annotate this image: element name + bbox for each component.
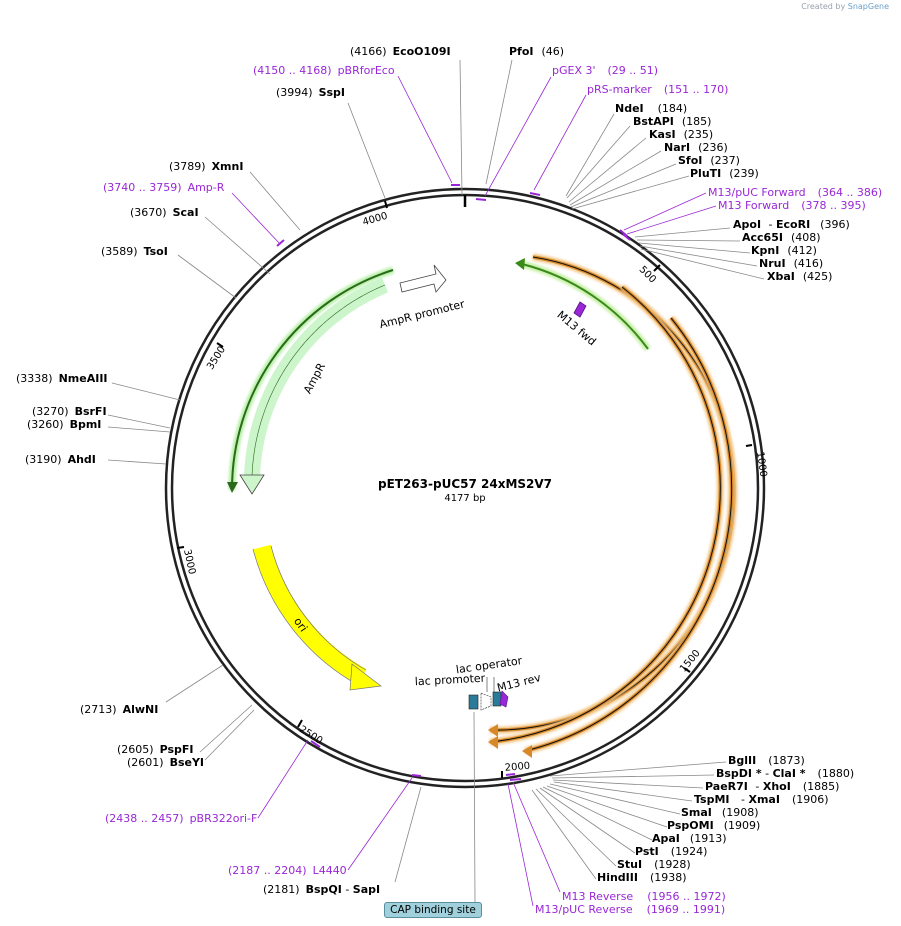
primer-leaders	[231, 75, 717, 907]
site-label-tspmi-xmai: TspMI - XmaI(1906)	[694, 793, 829, 806]
m13-rev-label: M13 rev	[496, 671, 543, 695]
site-label-xmni: (3789)XmnI	[169, 160, 243, 173]
right-bottom-primer-labels: M13 Reverse(1956 .. 1972) M13/pUC Revers…	[535, 890, 726, 916]
m13-fwd-arc	[515, 258, 651, 352]
site-label-hindiii: HindIII(1938)	[597, 871, 687, 884]
site-label-ndei: NdeI(184)	[615, 102, 687, 115]
site-label-pspomi: PspOMI(1909)	[667, 819, 760, 832]
snapgene-credit: Created by SnapGene	[801, 2, 889, 11]
site-label-tsoi: (3589)TsoI	[101, 245, 168, 258]
site-label-xbai: XbaI(425)	[767, 270, 832, 283]
primer-label-pgex3: pGEX 3'(29 .. 51)	[552, 64, 658, 77]
right-top-site-labels: PfoI(46) NdeI(184) BstAPI(185) KasI(235)…	[509, 45, 850, 283]
site-label-pluti: PluTI(239)	[690, 167, 759, 180]
site-label-bstapi: BstAPI(185)	[633, 115, 711, 128]
site-label-kasi: KasI(235)	[649, 128, 713, 141]
tick-1500: 1500	[678, 648, 703, 675]
primer-label-prs-marker: pRS-marker(151 .. 170)	[587, 83, 728, 96]
right-bottom-site-labels: BglII(1873) BspDI * - ClaI *(1880) PaeR7…	[597, 754, 854, 884]
site-label-pspfi: (2605)PspFI	[117, 743, 193, 756]
site-label-bspqi-sapi: (2181)BspQI - SapI	[263, 883, 380, 896]
site-label-stui: StuI(1928)	[617, 858, 691, 871]
site-label-bsrfi: (3270)BsrFI	[32, 405, 107, 418]
site-label-apai: ApaI(1913)	[652, 832, 726, 845]
site-label-pfoi: PfoI(46)	[509, 45, 564, 58]
lac-region: lac operator lac promoter M13 rev	[415, 654, 543, 711]
site-label-nmeaiii: (3338)NmeAIII	[16, 372, 108, 385]
plasmid-length: 4177 bp	[444, 493, 485, 504]
left-site-labels: (4166)EcoO109I (3994)SspI (3789)XmnI (36…	[16, 45, 451, 896]
primer-label-m13-forward: M13 Forward(378 .. 395)	[718, 199, 866, 212]
site-label-acc65i: Acc65I(408)	[742, 231, 821, 244]
left-primer-labels: (4150 .. 4168)pBRforEco (3740 .. 3759)Am…	[103, 64, 395, 877]
site-label-nari: NarI(236)	[664, 141, 728, 154]
m13-fwd-primer: M13 fwd	[554, 301, 599, 348]
site-label-paer7i-xhoi: PaeR7I - XhoI(1885)	[705, 780, 839, 793]
site-label-alwni: (2713)AlwNI	[80, 703, 158, 716]
site-label-bspdi-clai: BspDI * - ClaI *(1880)	[716, 767, 854, 780]
site-label-kpni: KpnI(412)	[751, 244, 817, 257]
tick-500: 500	[637, 264, 658, 285]
ampr-promoter-feature: AmpR promoter	[378, 264, 466, 331]
snapgene-brand: SnapGene	[847, 2, 889, 11]
ampr-label: AmpR	[301, 360, 328, 395]
lac-promoter-glyph	[480, 692, 492, 711]
tick-1000: 1000	[754, 451, 768, 478]
primer-bars	[276, 184, 631, 781]
primer-label-pbr322ori-f: (2438 .. 2457)pBR322ori-F	[105, 812, 257, 825]
site-label-bglii: BglII(1873)	[728, 754, 805, 767]
primer-label-amp-r: (3740 .. 3759)Amp-R	[103, 181, 225, 194]
site-label-ahdi: (3190)AhdI	[25, 453, 96, 466]
site-label-ecoo109i: (4166)EcoO109I	[350, 45, 451, 58]
site-label-smai: SmaI(1908)	[681, 806, 758, 819]
ampr-promoter-label: AmpR promoter	[378, 297, 466, 331]
site-label-bpmi: (3260)BpmI	[27, 418, 101, 431]
site-label-apoi-ecori: ApoI - EcoRI(396)	[733, 218, 850, 231]
cap-binding-site-label: CAP binding site	[384, 902, 482, 918]
ampr-feature: AmpR	[227, 266, 395, 495]
site-label-sfoi: SfoI(237)	[678, 154, 740, 167]
site-label-psti: PstI(1924)	[635, 845, 707, 858]
ms2-repeats	[488, 253, 738, 758]
backbone	[164, 187, 766, 789]
site-label-nrui: NruI(416)	[759, 257, 823, 270]
site-leaders	[107, 59, 765, 903]
primer-label-m13puc-reverse: M13/pUC Reverse(1969 .. 1991)	[535, 903, 725, 916]
primer-label-m13puc-forward: M13/pUC Forward(364 .. 386)	[708, 186, 882, 199]
tick-3000: 3000	[181, 548, 197, 575]
primer-label-m13-reverse: M13 Reverse(1956 .. 1972)	[562, 890, 726, 903]
lac-promoter-label: lac promoter	[415, 672, 486, 689]
site-label-bseyi: (2601)BseYI	[127, 756, 204, 769]
plasmid-name: pET263-pUC57 24xMS2V7	[378, 477, 552, 491]
primer-label-pbrforeco: (4150 .. 4168)pBRforEco	[253, 64, 395, 77]
ori-feature: ori	[252, 544, 382, 691]
credit-text: Created by	[801, 2, 846, 11]
tick-2000: 2000	[504, 761, 530, 774]
site-label-sspi: (3994)SspI	[276, 86, 345, 99]
cap-site-glyph	[468, 694, 479, 710]
right-top-primer-labels: pGEX 3'(29 .. 51) pRS-marker(151 .. 170)…	[552, 64, 882, 212]
m13-rev-glyph	[499, 690, 509, 708]
primer-label-l4440: (2187 .. 2204)L4440	[228, 864, 347, 877]
site-label-scai: (3670)ScaI	[130, 206, 199, 219]
